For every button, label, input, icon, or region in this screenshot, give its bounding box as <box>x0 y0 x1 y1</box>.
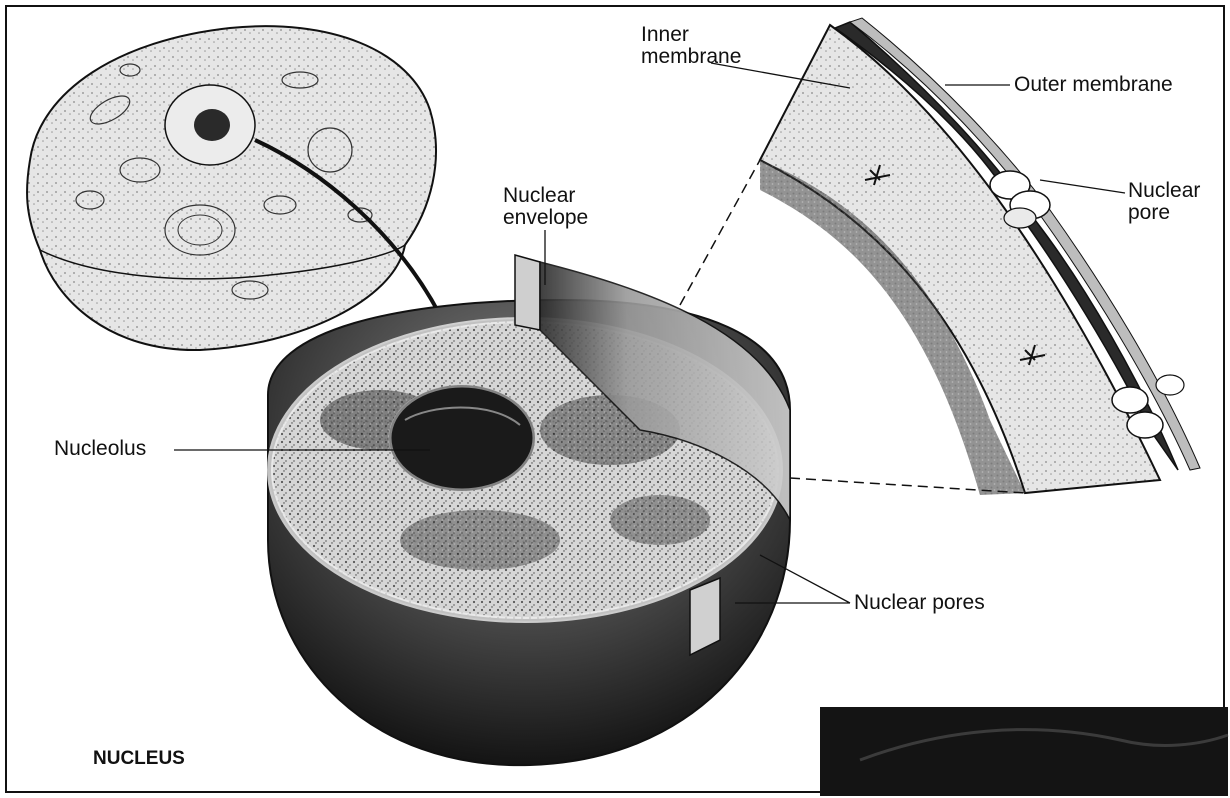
cell-illustration <box>27 26 436 350</box>
figure-title: NUCLEUS <box>93 748 185 770</box>
nucleus-cutaway <box>268 255 790 765</box>
zoom-dash-upper <box>680 160 760 305</box>
nucleolus <box>390 386 534 490</box>
leader-nuclear-pore <box>1040 180 1125 193</box>
label-nucleolus: Nucleolus <box>54 438 146 460</box>
label-outer-membrane: Outer membrane <box>1014 74 1173 96</box>
label-nuclear-envelope: Nuclear envelope <box>503 185 588 229</box>
label-inner-membrane: Inner membrane <box>641 24 741 68</box>
label-nuclear-pore: Nuclear pore <box>1128 180 1200 224</box>
label-nuclear-pores: Nuclear pores <box>854 592 985 614</box>
